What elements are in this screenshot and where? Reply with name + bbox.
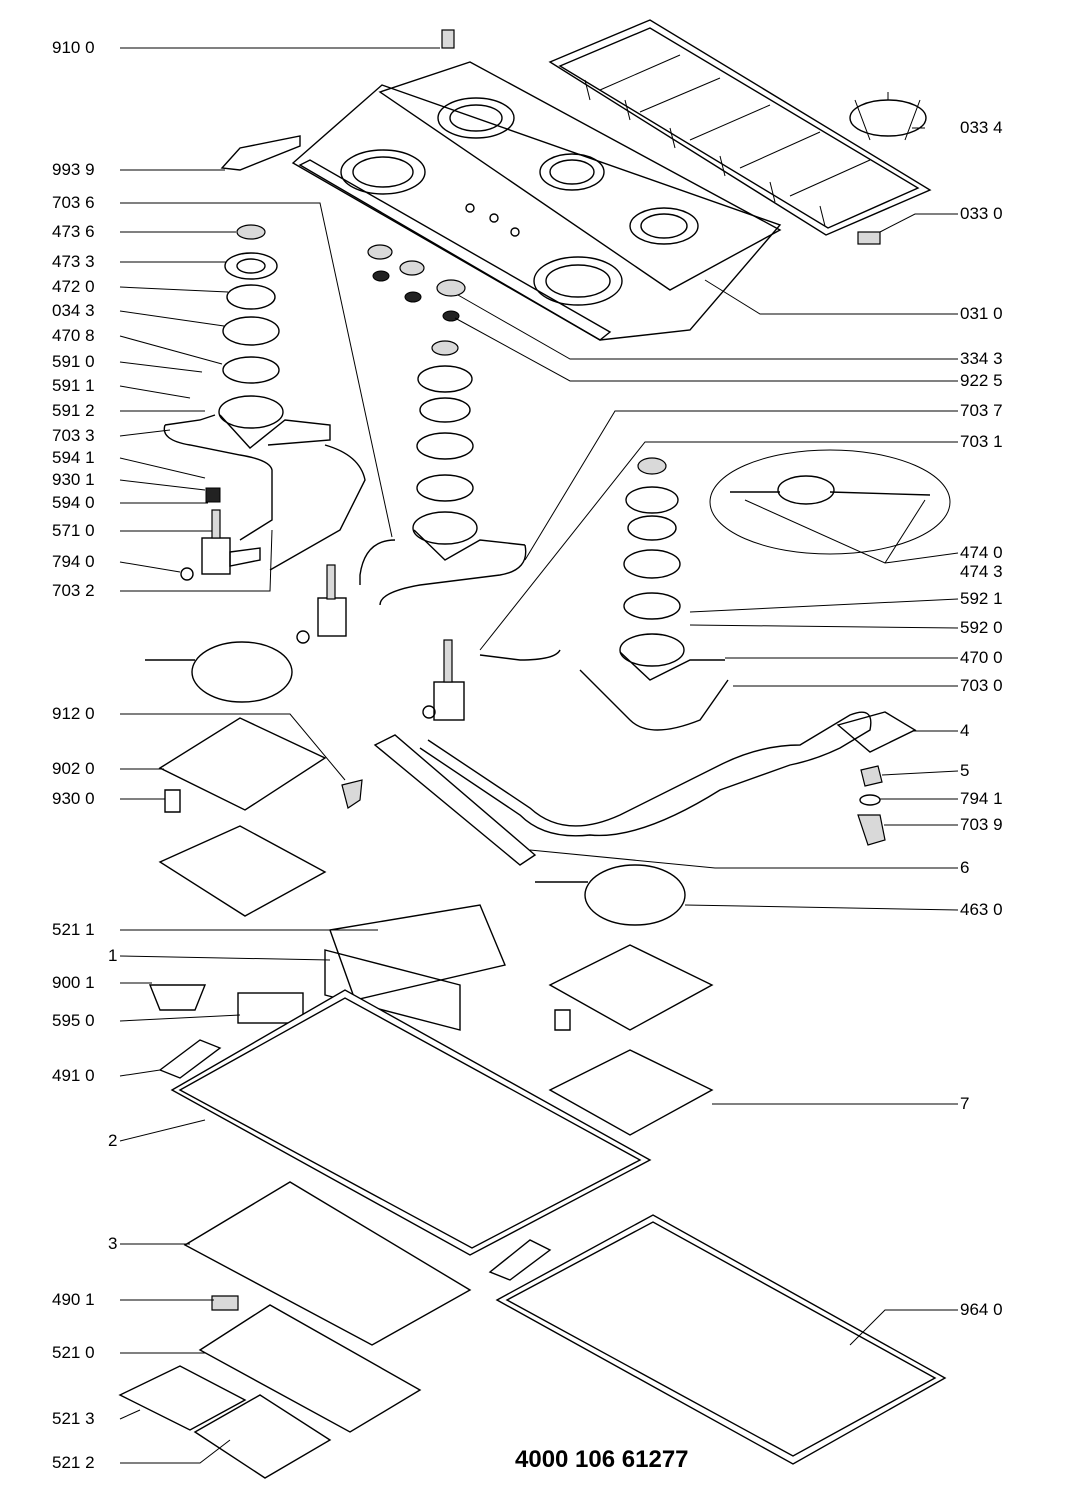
part-label-594-1: 594 1	[52, 448, 95, 467]
part-label-930-1: 930 1	[52, 470, 95, 489]
base-assembly	[118, 904, 947, 1479]
part-label-521-2: 521 2	[52, 1453, 95, 1472]
document-number: 4000 106 61277	[515, 1446, 689, 1473]
part-label-3: 3	[108, 1234, 118, 1253]
part-label-473-6: 473 6	[52, 222, 95, 241]
part-label-591-0: 591 0	[52, 352, 95, 371]
part-label-964-0: 964 0	[960, 1300, 1003, 1319]
left-burner-stack	[163, 224, 366, 571]
small-parts-top	[220, 29, 455, 171]
part-label-034-3: 034 3	[52, 301, 95, 320]
left-gas-tap	[180, 487, 261, 581]
part-label-592-1: 592 1	[960, 589, 1003, 608]
part-label-472-0: 472 0	[52, 277, 95, 296]
part-label-4: 4	[960, 721, 970, 740]
part-label-033-4: 033 4	[960, 118, 1003, 137]
part-label-594-0: 594 0	[52, 493, 95, 512]
part-label-591-1: 591 1	[52, 376, 95, 395]
part-label-703-3: 703 3	[52, 426, 95, 445]
part-label-473-3: 473 3	[52, 252, 95, 271]
part-label-571-0: 571 0	[52, 521, 95, 540]
part-label-902-0: 902 0	[52, 759, 95, 778]
part-label-470-0: 470 0	[960, 648, 1003, 667]
part-label-2: 2	[108, 1131, 118, 1150]
part-label-521-1: 521 1	[52, 920, 95, 939]
part-label-703-2: 703 2	[52, 581, 95, 600]
part-label-703-0: 703 0	[960, 676, 1003, 695]
leader-lines	[119, 47, 959, 1464]
part-label-993-9: 993 9	[52, 160, 95, 179]
part-label-031-0: 031 0	[960, 304, 1003, 323]
part-label-490-1: 490 1	[52, 1290, 95, 1309]
hob-top-plate	[291, 61, 782, 341]
part-label-491-0: 491 0	[52, 1066, 95, 1085]
part-label-5: 5	[960, 761, 970, 780]
part-label-474-3: 474 3	[960, 562, 1003, 581]
gas-supply-pipe	[373, 711, 917, 866]
part-label-6: 6	[960, 858, 970, 877]
part-label-033-0: 033 0	[960, 204, 1003, 223]
part-label-591-2: 591 2	[52, 401, 95, 420]
part-label-7: 7	[960, 1094, 970, 1113]
part-label-703-1: 703 1	[960, 432, 1003, 451]
part-label-592-0: 592 0	[960, 618, 1003, 637]
right-burner-stack	[422, 449, 951, 731]
electric-hotplates	[145, 641, 714, 1136]
part-label-794-1: 794 1	[960, 789, 1003, 808]
part-label-521-0: 521 0	[52, 1343, 95, 1362]
part-label-922-5: 922 5	[960, 371, 1003, 390]
pan-supports	[548, 19, 932, 245]
part-label-474-0: 474 0	[960, 543, 1003, 562]
center-burner-stack	[296, 244, 527, 644]
part-label-930-0: 930 0	[52, 789, 95, 808]
part-label-1: 1	[108, 946, 118, 965]
part-label-703-6: 703 6	[52, 193, 95, 212]
part-label-470-8: 470 8	[52, 326, 95, 345]
part-label-334-3: 334 3	[960, 349, 1003, 368]
part-label-794-0: 794 0	[52, 552, 95, 571]
part-label-900-1: 900 1	[52, 973, 95, 992]
part-label-703-9: 703 9	[960, 815, 1003, 834]
part-label-521-3: 521 3	[52, 1409, 95, 1428]
part-label-910-0: 910 0	[52, 38, 95, 57]
part-label-463-0: 463 0	[960, 900, 1003, 919]
part-label-703-7: 703 7	[960, 401, 1003, 420]
part-label-595-0: 595 0	[52, 1011, 95, 1030]
part-label-912-0: 912 0	[52, 704, 95, 723]
